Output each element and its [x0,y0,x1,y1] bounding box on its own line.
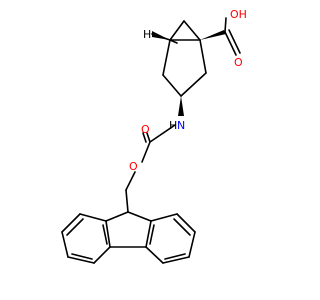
bond-rb-5 [145,246,164,264]
bond-c2-c3 [162,39,171,76]
stereo-h-label: H [143,28,151,41]
bond-f5-c [105,220,111,248]
bond-c5-c1 [199,39,207,74]
carbamate-group [125,96,184,213]
bond-c-o-double-a [224,31,237,56]
bond-rb-2 [176,213,196,233]
carbamate-n-label: N [177,119,185,132]
bond-rb-4 [162,256,190,264]
bond-rb-inner-1 [173,218,191,236]
wedge-bond-c4-n [178,96,184,116]
bond-ch2-c9 [125,189,129,213]
bond-c-o-double-b [228,29,241,54]
bond-c-oe [141,141,151,163]
bond-lb-inner-2 [71,253,93,260]
molecule-structure-diagram: H OH O H N O O [61,8,247,264]
fluorenyl-group [61,211,196,264]
bond-rb-3 [188,231,196,258]
carboxylic-acid-group [224,17,241,56]
bond-lb-inner-3 [102,224,108,245]
bond-rb-inner-3 [149,224,155,245]
carbamate-h-label: H [169,119,177,132]
bond-c-o-double-a [146,132,151,143]
bond-c-oh [224,17,227,33]
bond-rb-1 [150,213,178,222]
bond-n-c [149,124,176,143]
bond-oe-ch2 [125,171,136,191]
bond-f5-d [145,220,152,248]
bond-lb-1 [79,213,107,222]
bond-c3-c4 [162,74,182,97]
bond-f5-a [105,211,129,222]
atom-labels: H OH O H N O O [129,8,247,173]
bond-cp-apex-right [183,20,201,41]
bond-c-o-double-b [142,132,147,143]
wedge-bond-bridgehead-h [152,31,170,40]
carboxyl-o-label: O [234,56,243,69]
bond-lb-inner-1 [66,218,84,236]
carbamate-ester-o-label: O [129,160,138,173]
bond-f5-b [127,211,152,222]
bond-c4-c5 [180,72,207,97]
bond-lb-3 [61,231,69,258]
wedge-bond-c1-carboxyl [200,30,226,40]
bond-rb-inner-2 [164,253,186,260]
bond-lb-4 [67,256,95,264]
carbamate-carbonyl-o-label: O [141,123,150,136]
bond-lb-2 [61,213,81,233]
bond-cp-apex-left [169,20,185,41]
carboxyl-oh-label: OH [230,8,247,21]
bicyclohexane-core [151,20,226,97]
bond-lb-5 [93,246,111,264]
